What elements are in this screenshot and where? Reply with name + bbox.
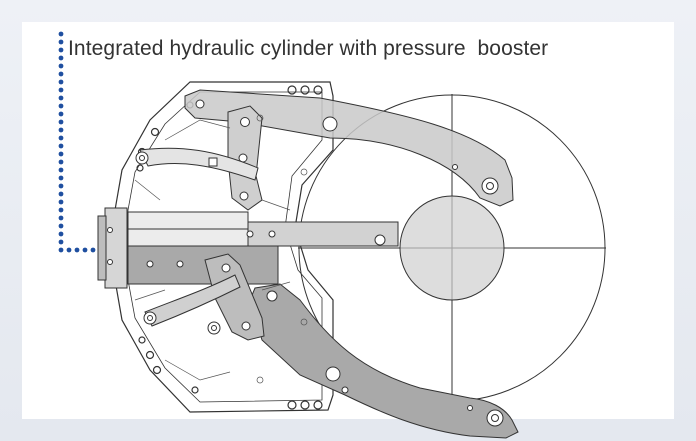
workpiece-inner-circle	[399, 195, 505, 301]
lower-gripper-arm	[143, 253, 519, 439]
hydraulic-cylinder	[97, 207, 399, 289]
body-detail-lines	[134, 114, 308, 384]
annotation-label: Integrated hydraulic cylinder with press…	[68, 37, 549, 60]
upper-gripper-arm	[135, 89, 514, 211]
